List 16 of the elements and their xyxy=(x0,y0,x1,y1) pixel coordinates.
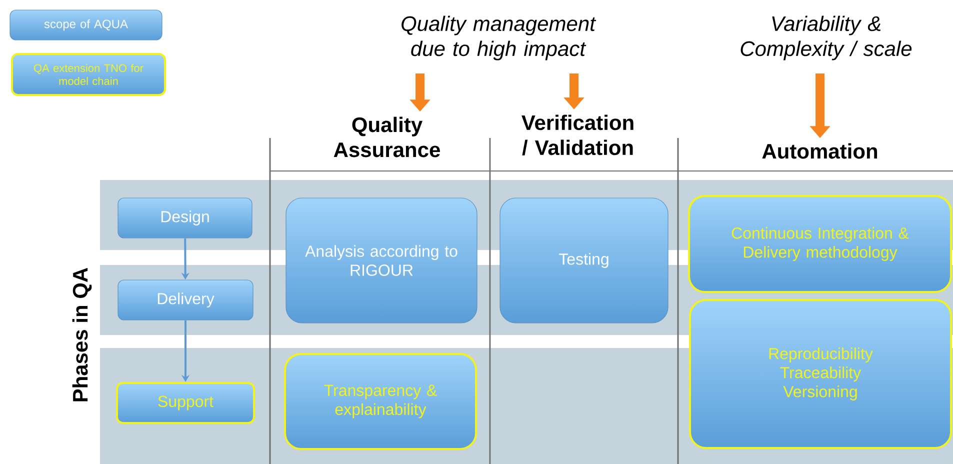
process-box: Analysis according to RIGOUR xyxy=(286,198,478,324)
process-box: Continuous Integration & Delivery methodology xyxy=(688,195,952,293)
process-box: Transparency & explainability xyxy=(284,353,477,450)
phase-box: Support xyxy=(116,382,255,424)
phase-box: Delivery xyxy=(118,280,254,320)
process-box: Reproducibility Traceability Versioning xyxy=(689,299,952,449)
column-heading: Verification / Validation xyxy=(522,114,634,156)
phase-box: Design xyxy=(118,198,252,238)
column-heading: Automation xyxy=(762,143,878,159)
legend-box: scope of AQUA xyxy=(10,10,162,40)
process-box: Testing xyxy=(500,198,668,324)
vertical-label: Phases in QA xyxy=(72,268,92,402)
driver-text: Quality management due to high impact xyxy=(402,16,596,60)
driver-text: Variability & Complexity / scale xyxy=(740,16,912,60)
legend-box: QA extension TNO for model chain xyxy=(11,53,166,96)
column-heading: Quality Assurance xyxy=(334,116,440,158)
